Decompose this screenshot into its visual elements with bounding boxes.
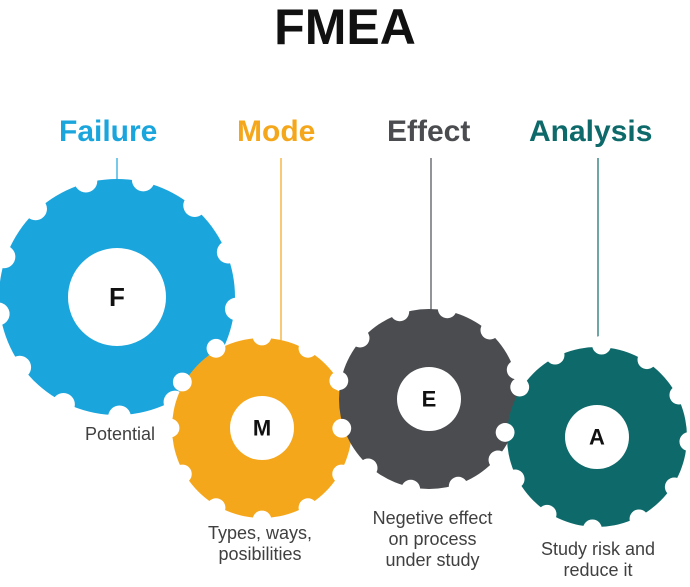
gear-hub-failure [68,248,166,346]
page-title: FMEA [274,0,416,55]
description-analysis: Study risk and reduce it [540,539,656,580]
description-failure: Potential [84,424,156,444]
gear-effect [329,299,529,499]
word-failure: Failure [59,115,158,148]
description-mode: Types, ways, posibilities [207,523,313,564]
gear-letter-failure: F [109,282,125,312]
gear-mode [160,326,364,530]
word-effect: Effect [387,115,471,148]
gear-failure [0,168,248,429]
gear-hub-analysis [565,405,629,469]
word-mode: Mode [237,115,316,148]
gear-letter-mode: M [253,416,271,441]
word-analysis: Analysis [529,115,653,148]
gear-analysis [495,335,690,539]
gear-letter-analysis: A [589,425,605,450]
description-effect: Negetive effect on process under study [372,508,493,570]
gear-hub-mode [230,396,294,460]
gear-letter-effect: E [422,387,437,412]
gear-hub-effect [397,367,461,431]
